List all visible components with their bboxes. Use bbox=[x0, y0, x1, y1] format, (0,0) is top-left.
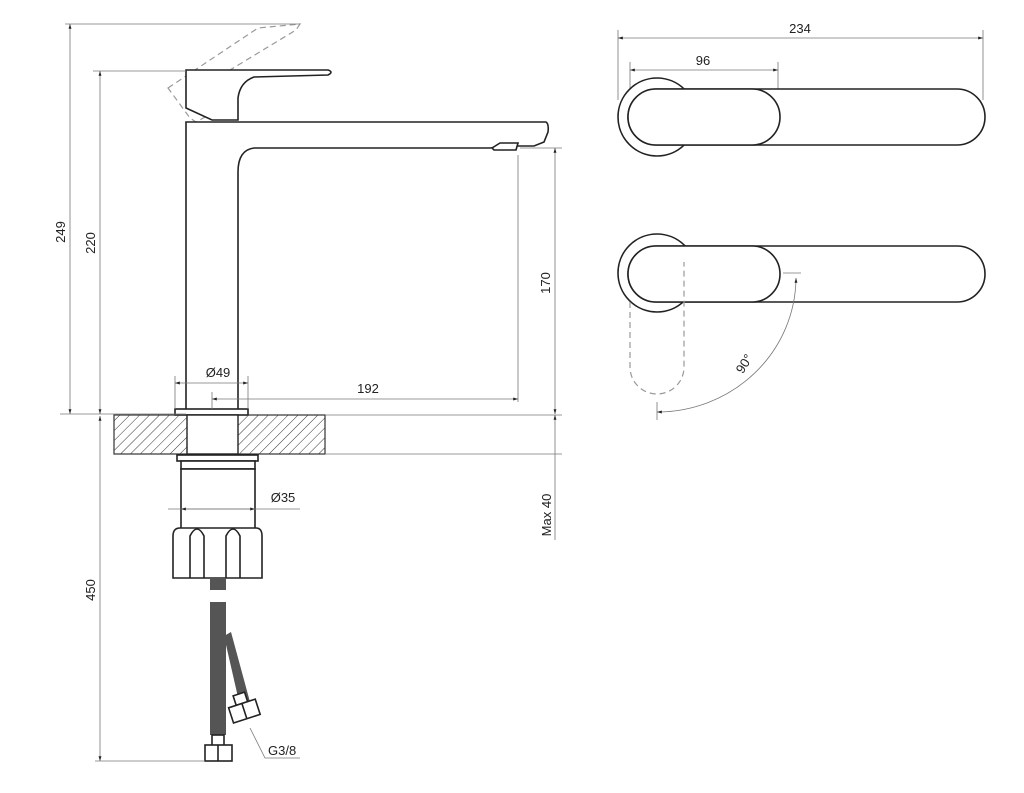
fixing-nut bbox=[172, 527, 263, 579]
dim-max-counter: Max 40 bbox=[539, 494, 554, 537]
dim-body-height: 220 bbox=[83, 232, 98, 254]
top-view-rotated: 90° bbox=[617, 233, 986, 420]
dim-total-height: 249 bbox=[53, 221, 68, 243]
dim-shank-diameter: Ø35 bbox=[271, 490, 296, 505]
faucet-body bbox=[185, 121, 550, 413]
hose-segment bbox=[210, 578, 226, 590]
hose-cold bbox=[210, 602, 226, 735]
dim-hose-length: 450 bbox=[83, 579, 98, 601]
dim-rotation-angle: 90° bbox=[733, 351, 756, 376]
dim-base-diameter: Ø49 bbox=[206, 365, 231, 380]
dim-hose-thread: G3/8 bbox=[268, 743, 296, 758]
dim-overall-length: 234 bbox=[789, 21, 811, 36]
lever bbox=[185, 69, 332, 121]
top-view-closed bbox=[617, 77, 986, 157]
dim-lever-length: 96 bbox=[696, 53, 710, 68]
hose-hot bbox=[224, 632, 250, 706]
dim-spout-height: 170 bbox=[538, 272, 553, 294]
dim-spout-reach: 192 bbox=[357, 381, 379, 396]
faucet-side-view: 249 220 170 Ø49 192 Ø35 Max 40 450 G3/8 bbox=[53, 23, 562, 762]
faucet-top-view: 234 96 90° bbox=[617, 21, 986, 420]
hose-nut-hot bbox=[227, 691, 262, 725]
shank-collar bbox=[180, 460, 256, 470]
fixing-ring bbox=[176, 454, 259, 462]
shank bbox=[180, 468, 256, 530]
countertop-hole bbox=[186, 414, 239, 455]
aerator bbox=[490, 142, 520, 151]
